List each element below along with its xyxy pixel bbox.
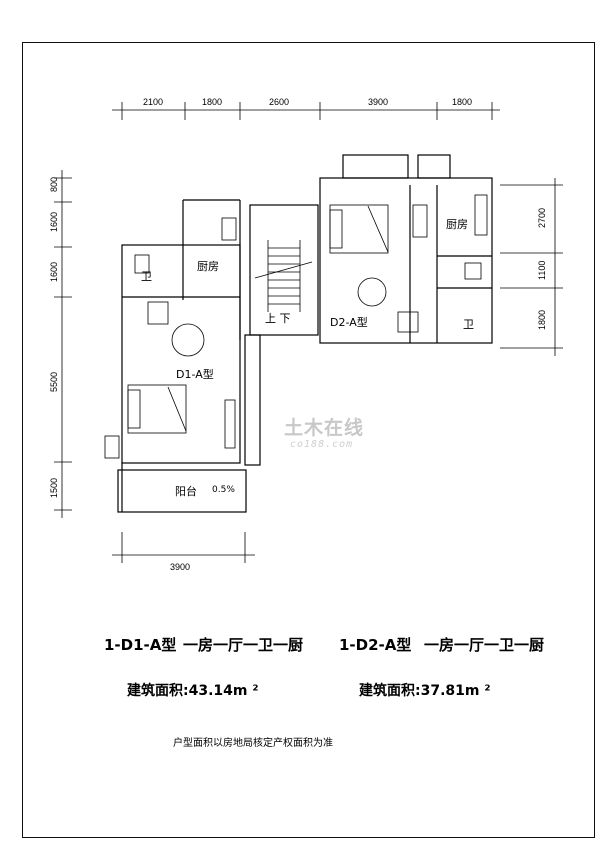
watermark-url: co188.com bbox=[290, 439, 354, 450]
type-d1: 1-D1-A型 bbox=[104, 636, 177, 654]
dim-right-3: 1800 bbox=[537, 310, 547, 330]
room-balcony: 阳台 bbox=[175, 484, 197, 498]
dim-left-3: 1600 bbox=[49, 262, 59, 282]
balcony-slope: 0.5% bbox=[212, 485, 235, 495]
dim-left-5: 1500 bbox=[49, 478, 59, 498]
sofa-d1 bbox=[147, 301, 205, 357]
dim-top-3: 2600 bbox=[269, 97, 289, 107]
room-bath-left: 卫 bbox=[141, 270, 152, 283]
stairwell bbox=[249, 204, 319, 336]
bed-d2 bbox=[329, 204, 389, 254]
dimension-top bbox=[112, 102, 500, 120]
room-kitchen-right: 厨房 bbox=[446, 218, 468, 231]
dim-left-1: 800 bbox=[49, 177, 59, 192]
watermark-text: 土木在线 bbox=[284, 417, 365, 439]
dimension-right bbox=[500, 178, 563, 356]
area-d2: 建筑面积:37.81m ² bbox=[359, 683, 491, 699]
fixtures bbox=[104, 194, 488, 459]
dim-top-2: 1800 bbox=[202, 97, 222, 107]
dim-left-4: 5500 bbox=[49, 372, 59, 392]
room-stair: 上 下 bbox=[265, 312, 291, 325]
room-unit-d1: D1-A型 bbox=[176, 367, 214, 381]
dim-top-4: 3900 bbox=[368, 97, 388, 107]
type-d2: 1-D2-A型 bbox=[339, 636, 412, 654]
layout-d1: 一房一厅一卫一厨 bbox=[183, 636, 304, 654]
dim-left-2: 1600 bbox=[49, 212, 59, 232]
room-unit-d2: D2-A型 bbox=[330, 315, 368, 329]
dim-top-1: 2100 bbox=[143, 97, 163, 107]
unit-d2-walls bbox=[319, 154, 493, 344]
dim-bottom-1: 3900 bbox=[170, 562, 190, 572]
dim-top-5: 1800 bbox=[452, 97, 472, 107]
room-kitchen-left: 厨房 bbox=[197, 260, 219, 273]
area-d1: 建筑面积:43.14m ² bbox=[127, 683, 259, 699]
dimension-bottom bbox=[112, 532, 255, 563]
dim-right-2: 1100 bbox=[537, 261, 547, 280]
room-bath-right: 卫 bbox=[463, 318, 474, 331]
note: 户型面积以房地局核定产权面积为准 bbox=[173, 738, 333, 749]
bed-d1 bbox=[127, 384, 187, 434]
drawing-frame bbox=[22, 42, 595, 838]
sofa-d2 bbox=[357, 277, 419, 333]
dimension-left bbox=[54, 170, 72, 518]
layout-d2: 一房一厅一卫一厨 bbox=[424, 636, 545, 654]
dim-right-1: 2700 bbox=[537, 208, 547, 228]
